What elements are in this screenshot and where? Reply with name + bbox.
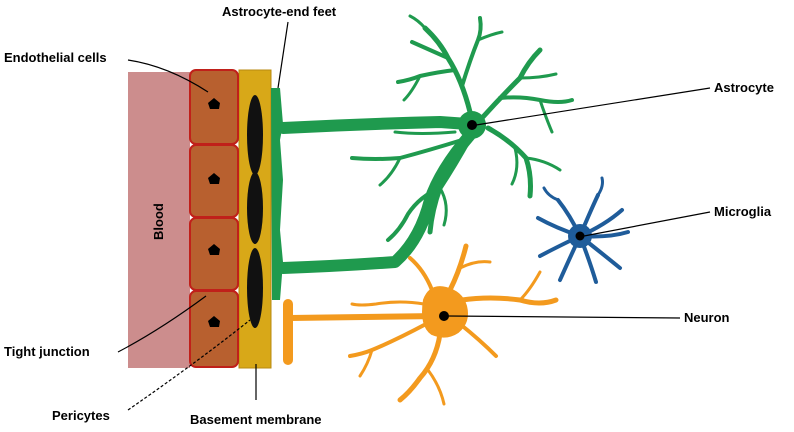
label-endothelial-cells: Endothelial cells [4,50,107,65]
pericyte [247,172,263,244]
leader-astrocyte-end-feet [277,21,289,89]
label-astrocyte-end-feet: Astrocyte-end feet [222,4,337,19]
leader-neuron [447,315,681,319]
nucleus [208,316,220,327]
blood-label: Blood [151,203,166,240]
nucleus [208,173,220,184]
leader-astrocyte [475,87,711,126]
label-astrocyte: Astrocyte [714,80,774,95]
label-neuron: Neuron [684,310,730,325]
pericyte [247,248,263,328]
label-pericytes: Pericytes [52,408,110,423]
leader-microglia [583,211,711,237]
pericyte [247,95,263,175]
leader-tight-junction [117,295,207,353]
leader-pericytes [127,319,251,411]
label-microglia: Microglia [714,204,772,219]
blood-region [128,72,190,368]
leader-endothelial [127,59,209,93]
astrocyte-end-feet [271,88,283,300]
endothelial-cells [189,69,239,368]
pericytes [247,95,263,328]
neuron-nucleus [439,311,449,321]
astrocyte-cell [277,14,574,274]
microglia-nucleus [575,231,585,241]
nucleus [208,244,220,255]
astrocyte-nucleus [467,120,477,130]
neuron-cell [283,243,559,406]
nucleus [208,98,220,109]
label-basement-membrane: Basement membrane [190,412,322,427]
label-tight-junction: Tight junction [4,344,90,359]
